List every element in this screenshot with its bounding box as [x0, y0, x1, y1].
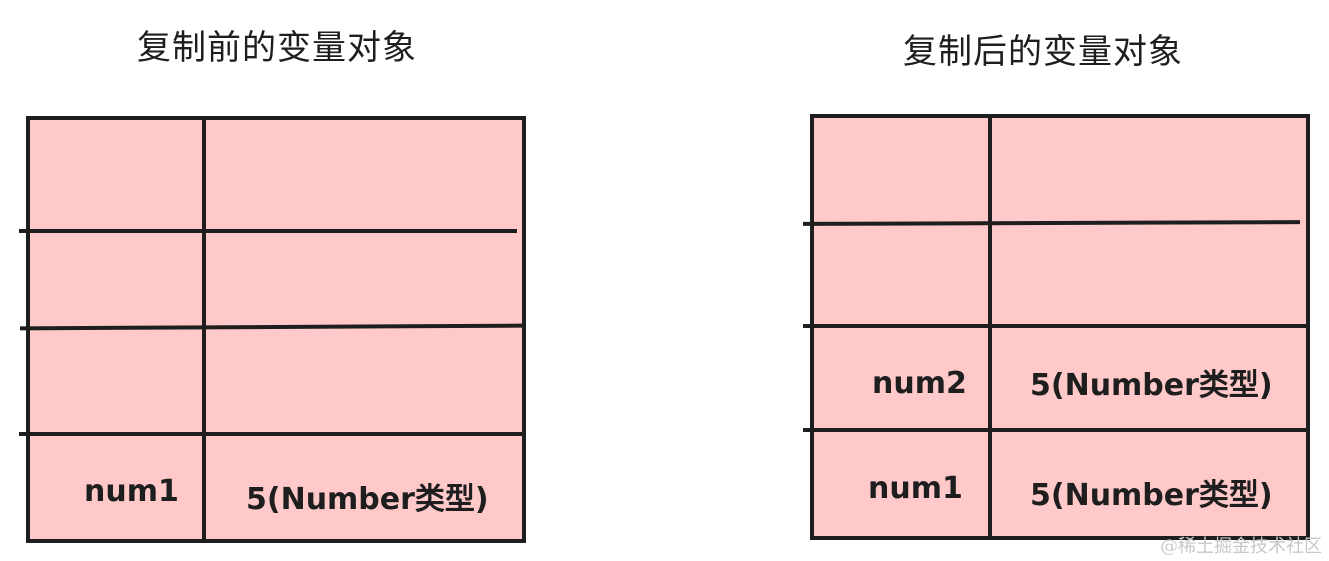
after-row-4-value: 5(Number类型): [1030, 478, 1273, 513]
watermark: @稀土掘金技术社区: [1160, 536, 1322, 557]
after-row-4-name: num1: [868, 471, 963, 506]
after-row-divider-2: [803, 324, 1309, 328]
before-column-divider: [202, 116, 206, 543]
before-row-divider-3: [19, 432, 524, 436]
before-row-4-value: 5(Number类型): [246, 482, 489, 517]
before-row-4-name: num1: [84, 474, 179, 509]
before-row-divider-1: [19, 229, 517, 233]
after-row-3-value: 5(Number类型): [1030, 368, 1273, 403]
after-row-divider-3: [803, 428, 1309, 432]
before-title: 复制前的变量对象: [137, 28, 417, 68]
after-title: 复制后的变量对象: [903, 32, 1183, 72]
after-row-3-name: num2: [872, 366, 967, 401]
